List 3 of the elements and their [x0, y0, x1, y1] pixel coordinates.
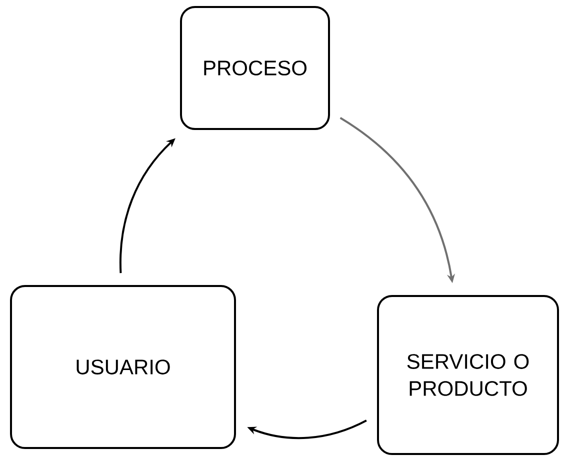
process-box: PROCESO — [180, 6, 330, 130]
process-box: SERVICIO O PRODUCTO — [377, 295, 559, 455]
process-box: USUARIO — [10, 285, 236, 449]
